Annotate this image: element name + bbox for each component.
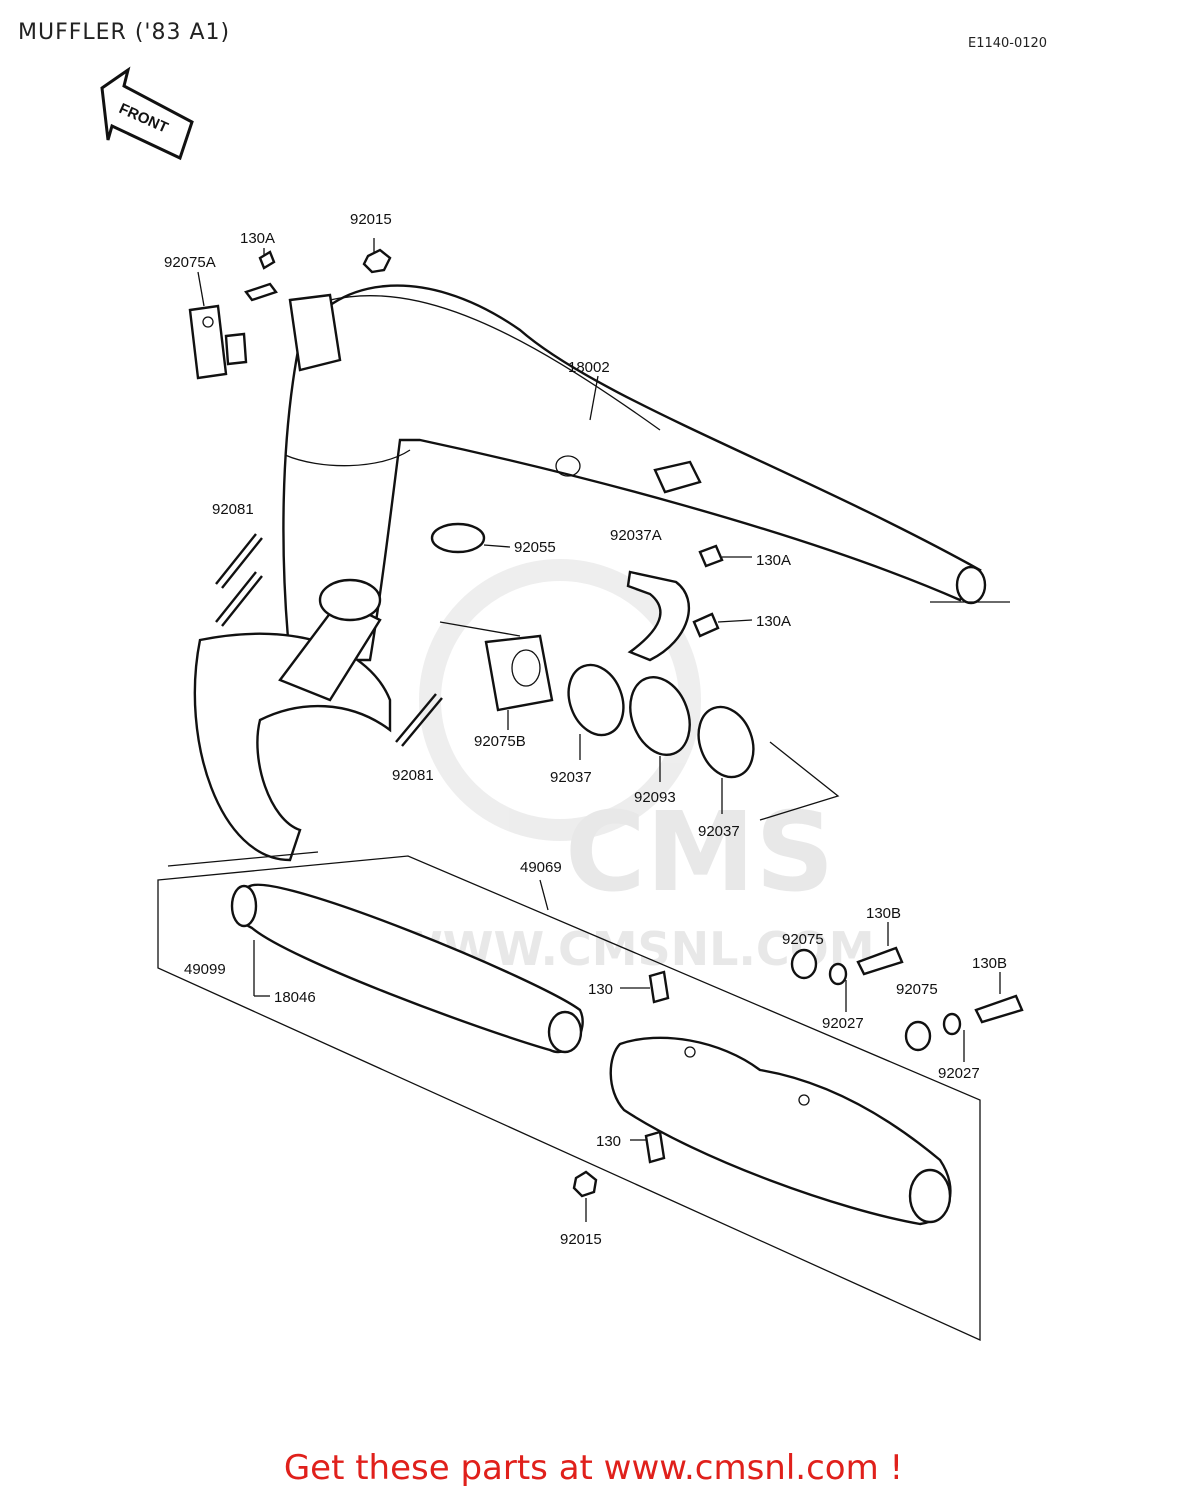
arrow-left-icon bbox=[100, 66, 194, 161]
leader-lines bbox=[197, 248, 599, 421]
nut-92015-bottom bbox=[572, 1170, 598, 1222]
gasket-92055 bbox=[430, 522, 511, 554]
label-92075b: 92075B bbox=[474, 733, 526, 750]
label-130a: 130A bbox=[240, 230, 275, 247]
parts-store-link[interactable]: Get these parts at www.cmsnl.com ! bbox=[283, 1448, 904, 1488]
label-130a: 130A bbox=[756, 613, 791, 630]
label-92037: 92037 bbox=[698, 823, 740, 840]
expansion-chamber bbox=[193, 284, 1010, 862]
label-92075: 92075 bbox=[782, 931, 824, 948]
label-130b: 130B bbox=[972, 955, 1007, 972]
label-130a: 130A bbox=[756, 552, 791, 569]
label-49069: 49069 bbox=[520, 859, 562, 876]
label-92081: 92081 bbox=[392, 767, 434, 784]
part-labels: 92015 130A 92075A 18002 92081 92055 9203… bbox=[164, 211, 1007, 1248]
label-92037a: 92037A bbox=[610, 527, 662, 544]
bracket-92075a bbox=[188, 238, 392, 380]
bracket-92037a bbox=[626, 544, 753, 662]
springs-92081 bbox=[215, 533, 443, 747]
label-130b: 130B bbox=[866, 905, 901, 922]
joint-assembly bbox=[567, 663, 840, 821]
label-92015: 92015 bbox=[350, 211, 392, 228]
mount-hardware bbox=[790, 922, 1024, 1062]
label-92075a: 92075A bbox=[164, 254, 216, 271]
label-130: 130 bbox=[588, 981, 613, 998]
silencer-panel bbox=[157, 851, 981, 1342]
label-18002: 18002 bbox=[568, 359, 610, 376]
diagram-code: E1140-0120 bbox=[968, 36, 1048, 51]
page-title: MUFFLER ('83 A1) bbox=[18, 20, 231, 45]
label-130: 130 bbox=[596, 1133, 621, 1150]
label-92093: 92093 bbox=[634, 789, 676, 806]
watermark: CMS WWW.CMSNL.COM bbox=[392, 559, 875, 976]
watermark-brand: CMS bbox=[565, 788, 834, 916]
parts-diagram: CMS WWW.CMSNL.COM FRONT bbox=[100, 66, 1024, 1342]
label-92055: 92055 bbox=[514, 539, 556, 556]
label-92027: 92027 bbox=[938, 1065, 980, 1082]
label-49099: 49099 bbox=[184, 961, 226, 978]
damper-92075b bbox=[439, 621, 554, 730]
label-92081: 92081 bbox=[212, 501, 254, 518]
label-92027: 92027 bbox=[822, 1015, 864, 1032]
label-92075: 92075 bbox=[896, 981, 938, 998]
label-92015: 92015 bbox=[560, 1231, 602, 1248]
label-92037: 92037 bbox=[550, 769, 592, 786]
label-18046: 18046 bbox=[274, 989, 316, 1006]
front-arrow: FRONT bbox=[100, 66, 194, 161]
